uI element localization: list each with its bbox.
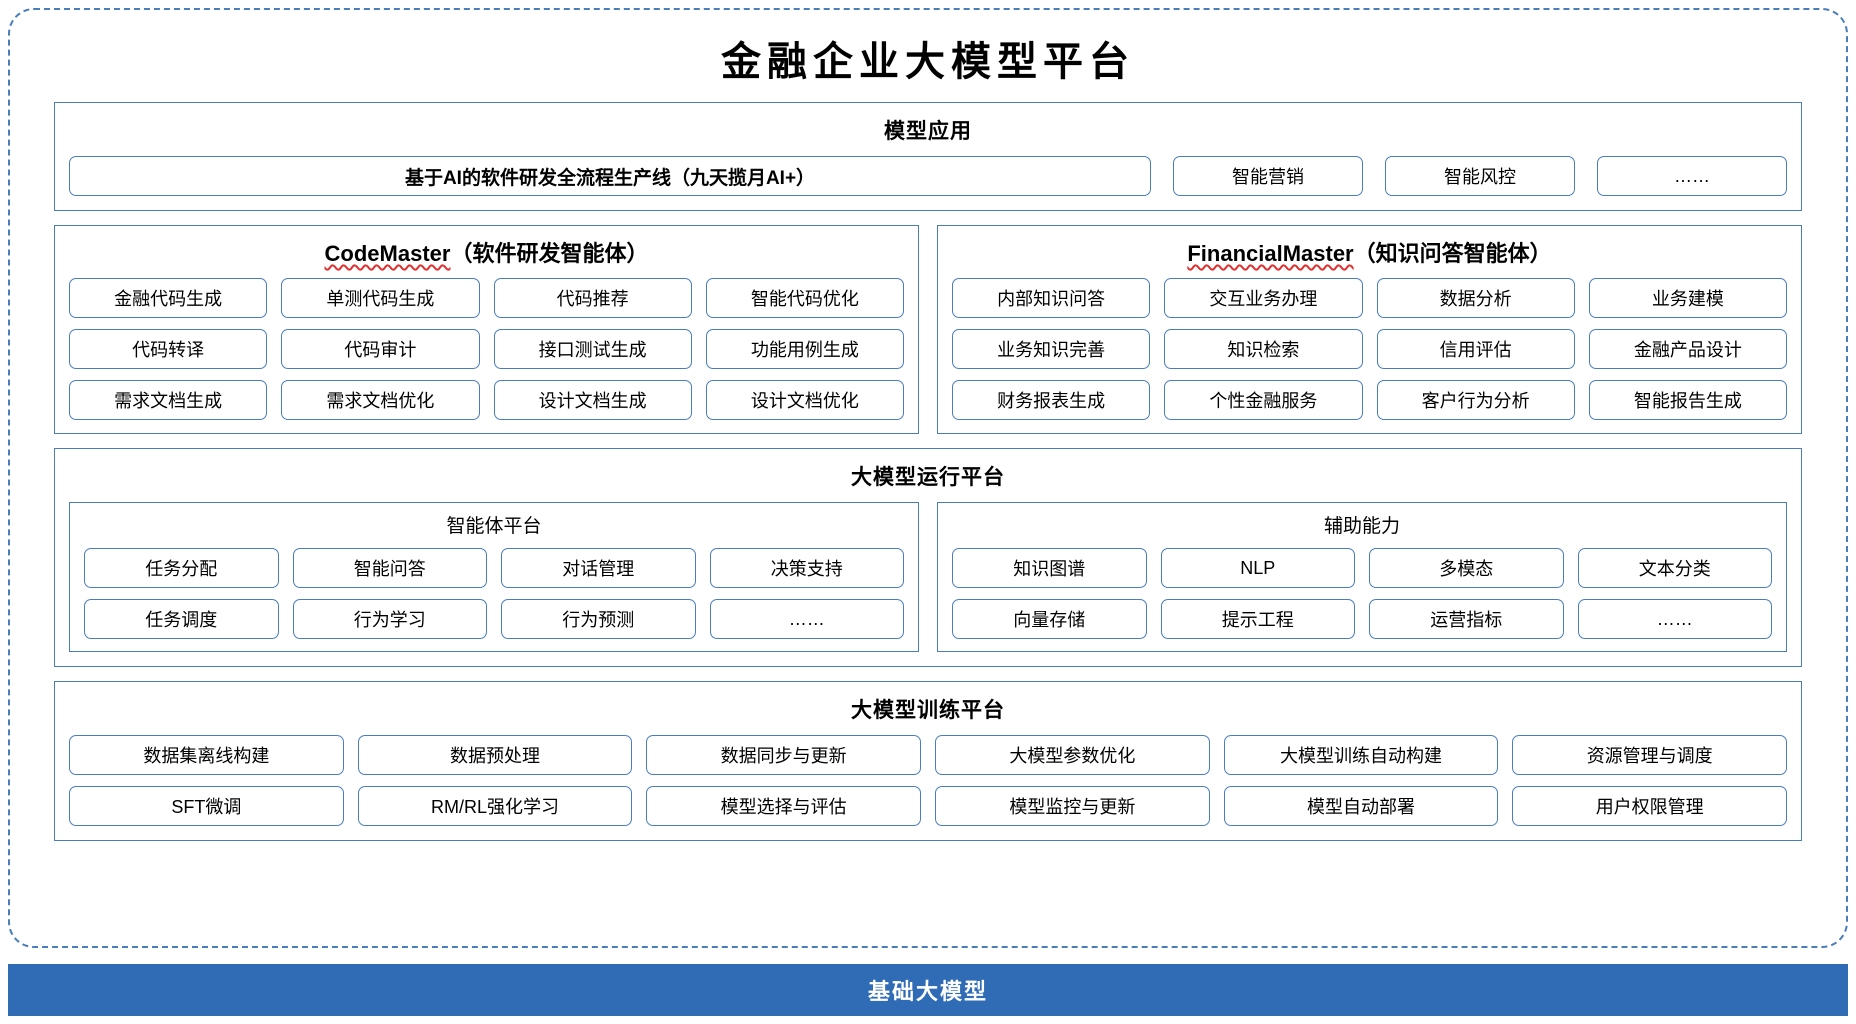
training-item[interactable]: 资源管理与调度 bbox=[1512, 735, 1788, 775]
app-item-smart-marketing[interactable]: 智能营销 bbox=[1173, 156, 1363, 196]
runtime-item[interactable]: 决策支持 bbox=[709, 548, 904, 588]
agent-panel-financialmaster: FinancialMaster（知识问答智能体） 内部知识问答 交互业务办理 数… bbox=[937, 225, 1802, 434]
agent-item[interactable]: 业务建模 bbox=[1588, 278, 1787, 318]
runtime-item[interactable]: 多模态 bbox=[1369, 548, 1564, 588]
runtime-item[interactable]: 任务调度 bbox=[84, 599, 279, 639]
runtime-row: 任务调度 行为学习 行为预测 …… bbox=[84, 599, 904, 639]
agent-item[interactable]: 代码转译 bbox=[69, 329, 268, 369]
agent-item[interactable]: 财务报表生成 bbox=[952, 380, 1151, 420]
sub-panel-title-support-capability: 辅助能力 bbox=[1323, 516, 1400, 537]
runtime-sub-panels: 智能体平台 任务分配 智能问答 对话管理 决策支持 任务调度 行为学习 行为预测… bbox=[69, 502, 1787, 652]
runtime-item-more[interactable]: …… bbox=[709, 599, 904, 639]
runtime-item[interactable]: 向量存储 bbox=[952, 599, 1147, 639]
training-item[interactable]: 数据预处理 bbox=[357, 735, 633, 775]
runtime-row: 任务分配 智能问答 对话管理 决策支持 bbox=[84, 548, 904, 588]
agent-item[interactable]: 设计文档生成 bbox=[493, 380, 692, 420]
sub-panel-agent-platform: 智能体平台 任务分配 智能问答 对话管理 决策支持 任务调度 行为学习 行为预测… bbox=[69, 502, 919, 652]
training-row: 数据集离线构建 数据预处理 数据同步与更新 大模型参数优化 大模型训练自动构建 … bbox=[69, 735, 1788, 775]
footer-foundation-model: 基础大模型 bbox=[8, 964, 1848, 1016]
agent-item[interactable]: 智能代码优化 bbox=[705, 278, 904, 318]
agent-item[interactable]: 信用评估 bbox=[1376, 329, 1575, 369]
training-item[interactable]: 模型选择与评估 bbox=[646, 786, 922, 826]
training-item[interactable]: 大模型训练自动构建 bbox=[1223, 735, 1499, 775]
agent-item[interactable]: 单测代码生成 bbox=[281, 278, 480, 318]
layer-training-platform: 大模型训练平台 数据集离线构建 数据预处理 数据同步与更新 大模型参数优化 大模… bbox=[54, 681, 1802, 841]
training-item[interactable]: 用户权限管理 bbox=[1512, 786, 1788, 826]
agent-row: 代码转译 代码审计 接口测试生成 功能用例生成 bbox=[69, 329, 904, 369]
runtime-item-more[interactable]: …… bbox=[1577, 599, 1772, 639]
agent-item[interactable]: 金融代码生成 bbox=[69, 278, 268, 318]
agent-item[interactable]: 数据分析 bbox=[1376, 278, 1575, 318]
agent-row: 金融代码生成 单测代码生成 代码推荐 智能代码优化 bbox=[69, 278, 904, 318]
runtime-item[interactable]: 行为预测 bbox=[501, 599, 696, 639]
runtime-item[interactable]: 知识图谱 bbox=[952, 548, 1147, 588]
agent-item[interactable]: 客户行为分析 bbox=[1376, 380, 1575, 420]
training-item[interactable]: 模型监控与更新 bbox=[935, 786, 1210, 826]
runtime-item[interactable]: 文本分类 bbox=[1577, 548, 1772, 588]
runtime-item[interactable]: 运营指标 bbox=[1369, 599, 1564, 639]
runtime-row: 向量存储 提示工程 运营指标 …… bbox=[952, 599, 1772, 639]
agent-item[interactable]: 业务知识完善 bbox=[952, 329, 1151, 369]
app-item-ai-sdlc-pipeline[interactable]: 基于AI的软件研发全流程生产线（九天揽月AI+） bbox=[69, 156, 1151, 196]
platform-outer-frame: 金融企业大模型平台 模型应用 基于AI的软件研发全流程生产线（九天揽月AI+） … bbox=[8, 8, 1848, 948]
training-item[interactable]: RM/RL强化学习 bbox=[357, 786, 633, 826]
layer-runtime-platform: 大模型运行平台 智能体平台 任务分配 智能问答 对话管理 决策支持 任务调度 行… bbox=[54, 448, 1802, 667]
layer-title-training-platform: 大模型训练平台 bbox=[851, 699, 1005, 722]
agent-row: 财务报表生成 个性金融服务 客户行为分析 智能报告生成 bbox=[952, 380, 1787, 420]
agent-name-financialmaster: FinancialMaster bbox=[1187, 241, 1354, 266]
agent-row: 业务知识完善 知识检索 信用评估 金融产品设计 bbox=[952, 329, 1787, 369]
agent-title-financialmaster: FinancialMaster（知识问答智能体） bbox=[952, 236, 1787, 268]
agent-item[interactable]: 接口测试生成 bbox=[493, 329, 692, 369]
training-item[interactable]: 数据集离线构建 bbox=[69, 735, 344, 775]
app-item-smart-risk-control[interactable]: 智能风控 bbox=[1385, 156, 1575, 196]
agent-item[interactable]: 需求文档优化 bbox=[281, 380, 480, 420]
runtime-item[interactable]: 提示工程 bbox=[1160, 599, 1355, 639]
sub-panel-title-agent-platform: 智能体平台 bbox=[446, 516, 542, 537]
layer-title-model-application: 模型应用 bbox=[884, 120, 972, 143]
agent-name-codemaster: CodeMaster bbox=[324, 241, 451, 266]
page-title: 金融企业大模型平台 bbox=[721, 39, 1135, 84]
runtime-item[interactable]: 任务分配 bbox=[84, 548, 279, 588]
training-item[interactable]: 数据同步与更新 bbox=[646, 735, 922, 775]
agent-item[interactable]: 智能报告生成 bbox=[1588, 380, 1787, 420]
agent-item[interactable]: 需求文档生成 bbox=[69, 380, 268, 420]
runtime-item[interactable]: 对话管理 bbox=[501, 548, 696, 588]
training-item[interactable]: SFT微调 bbox=[69, 786, 344, 826]
agent-item[interactable]: 代码推荐 bbox=[493, 278, 692, 318]
runtime-item[interactable]: NLP bbox=[1160, 548, 1355, 588]
agent-item[interactable]: 交互业务办理 bbox=[1164, 278, 1363, 318]
agent-item[interactable]: 代码审计 bbox=[281, 329, 480, 369]
runtime-item[interactable]: 智能问答 bbox=[292, 548, 487, 588]
agent-panel-codemaster: CodeMaster（软件研发智能体） 金融代码生成 单测代码生成 代码推荐 智… bbox=[54, 225, 919, 434]
layer-model-application: 模型应用 基于AI的软件研发全流程生产线（九天揽月AI+） 智能营销 智能风控 … bbox=[54, 102, 1802, 211]
agent-row: 内部知识问答 交互业务办理 数据分析 业务建模 bbox=[952, 278, 1787, 318]
agent-item[interactable]: 个性金融服务 bbox=[1164, 380, 1363, 420]
runtime-row: 知识图谱 NLP 多模态 文本分类 bbox=[952, 548, 1772, 588]
sub-panel-support-capability: 辅助能力 知识图谱 NLP 多模态 文本分类 向量存储 提示工程 运营指标 …… bbox=[937, 502, 1787, 652]
runtime-item[interactable]: 行为学习 bbox=[292, 599, 487, 639]
training-item[interactable]: 模型自动部署 bbox=[1223, 786, 1499, 826]
agent-suffix-codemaster: （软件研发智能体） bbox=[450, 241, 649, 266]
app-item-more[interactable]: …… bbox=[1597, 156, 1787, 196]
agent-item[interactable]: 设计文档优化 bbox=[705, 380, 904, 420]
layer-agents: CodeMaster（软件研发智能体） 金融代码生成 单测代码生成 代码推荐 智… bbox=[54, 225, 1802, 434]
agent-title-codemaster: CodeMaster（软件研发智能体） bbox=[69, 236, 904, 268]
model-application-row: 基于AI的软件研发全流程生产线（九天揽月AI+） 智能营销 智能风控 …… bbox=[69, 156, 1787, 196]
training-row: SFT微调 RM/RL强化学习 模型选择与评估 模型监控与更新 模型自动部署 用… bbox=[69, 786, 1788, 826]
agent-suffix-financialmaster: （知识问答智能体） bbox=[1353, 241, 1552, 266]
agent-item[interactable]: 功能用例生成 bbox=[705, 329, 904, 369]
layer-title-runtime-platform: 大模型运行平台 bbox=[851, 466, 1005, 489]
agent-item[interactable]: 知识检索 bbox=[1164, 329, 1363, 369]
agent-row: 需求文档生成 需求文档优化 设计文档生成 设计文档优化 bbox=[69, 380, 904, 420]
training-item[interactable]: 大模型参数优化 bbox=[935, 735, 1210, 775]
agent-item[interactable]: 内部知识问答 bbox=[952, 278, 1151, 318]
agent-item[interactable]: 金融产品设计 bbox=[1588, 329, 1787, 369]
